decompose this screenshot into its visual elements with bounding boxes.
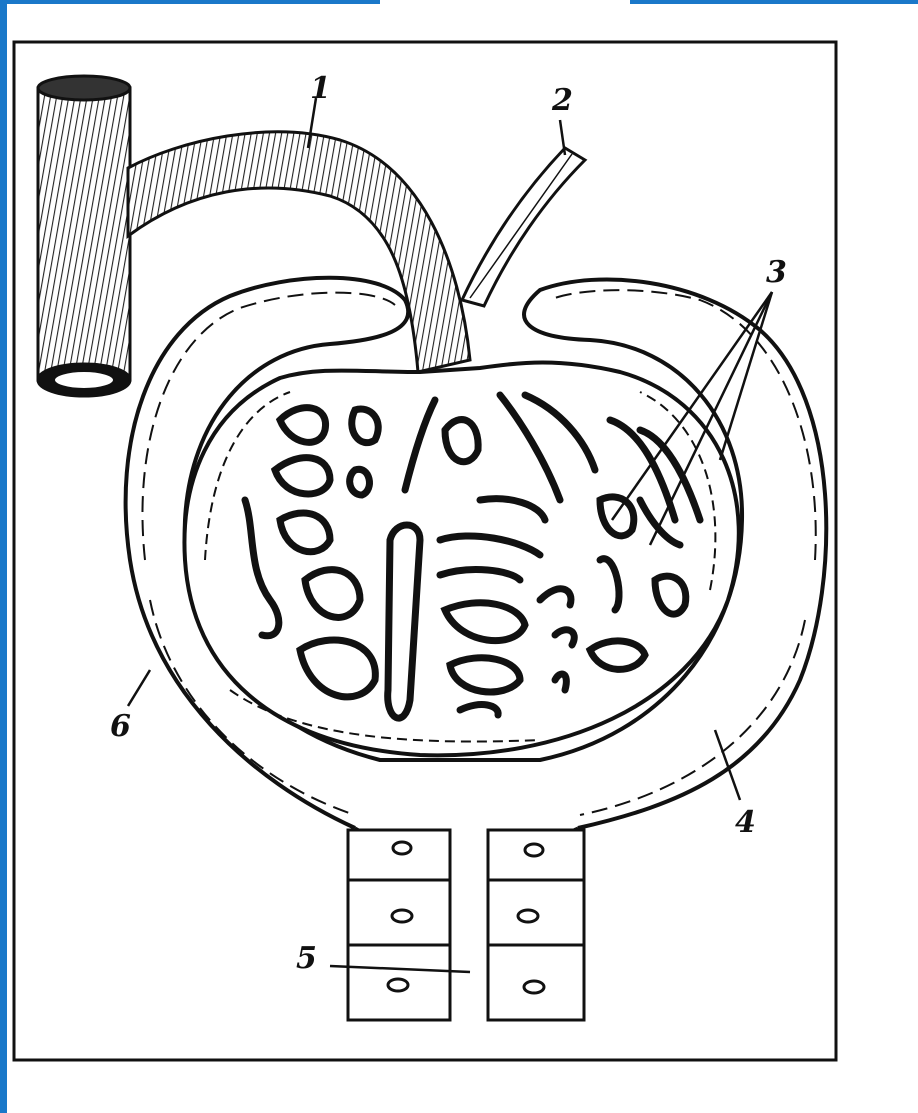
label-4: 4 (735, 805, 756, 840)
label-3: 3 (766, 255, 787, 290)
proximal-tubule (348, 828, 584, 1020)
label-5: 5 (296, 941, 317, 976)
label-6: 6 (110, 709, 131, 744)
label-2: 2 (551, 83, 573, 118)
interlobular-artery (38, 76, 130, 396)
label-1: 1 (310, 71, 331, 106)
